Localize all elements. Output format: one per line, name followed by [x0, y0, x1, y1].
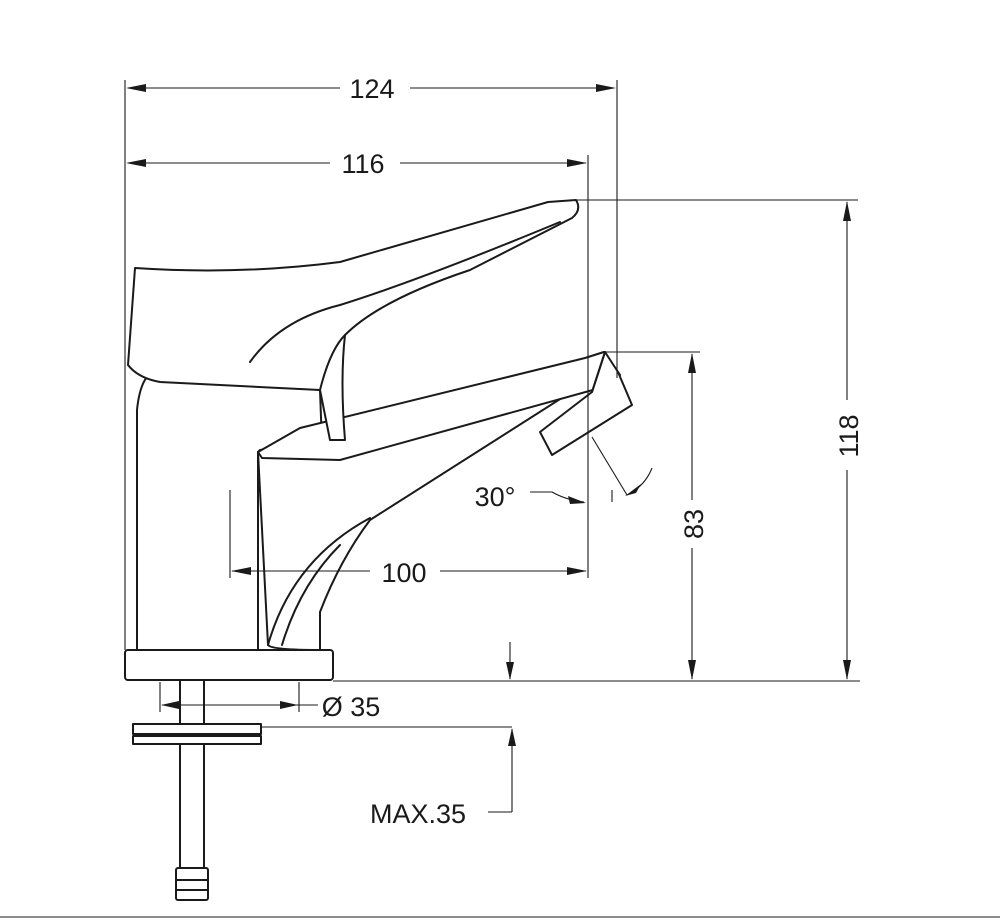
label-handle-width: 116 — [341, 149, 384, 179]
angle-arc — [626, 467, 653, 496]
fixing-washer — [132, 723, 262, 735]
arrowhead — [231, 567, 251, 575]
label-base-diameter: Ø 35 — [322, 692, 381, 722]
label-spout-height: 83 — [679, 509, 709, 539]
arrowhead — [126, 159, 146, 167]
arrowhead — [568, 496, 586, 504]
arrowhead — [126, 84, 146, 92]
label-overall-width: 124 — [349, 74, 394, 104]
arrowhead — [567, 159, 587, 167]
label-max-thickness: MAX.35 — [370, 799, 466, 829]
arrowhead — [688, 660, 696, 680]
arrowhead — [843, 201, 851, 221]
arrowhead — [625, 484, 641, 496]
angle-line — [591, 436, 628, 496]
label-spout-angle: 30° — [475, 482, 516, 512]
aerator-edge — [591, 351, 606, 393]
arrowhead — [161, 701, 179, 709]
spout-inner-line-2 — [281, 544, 341, 646]
arrowhead — [596, 84, 616, 92]
lever-side-curve — [319, 334, 346, 391]
arrowhead — [506, 662, 514, 680]
fixing-washer-lower — [132, 735, 262, 745]
lever-inner-curve — [249, 221, 561, 363]
faucet-outline — [124, 199, 633, 901]
dimension-lines — [0, 80, 1000, 918]
label-overall-height: 118 — [834, 414, 864, 457]
shank-nut — [175, 867, 209, 901]
arrowhead — [508, 728, 516, 746]
arrowhead — [843, 660, 851, 680]
mounting-shank — [179, 679, 205, 873]
arrowhead — [567, 567, 587, 575]
base-plate — [124, 649, 334, 681]
label-spout-reach: 100 — [381, 558, 426, 588]
arrowhead — [688, 353, 696, 373]
dimension-labels: 124 116 100 30° Ø 35 MAX.35 118 83 — [322, 74, 864, 829]
arrowhead — [280, 701, 298, 709]
